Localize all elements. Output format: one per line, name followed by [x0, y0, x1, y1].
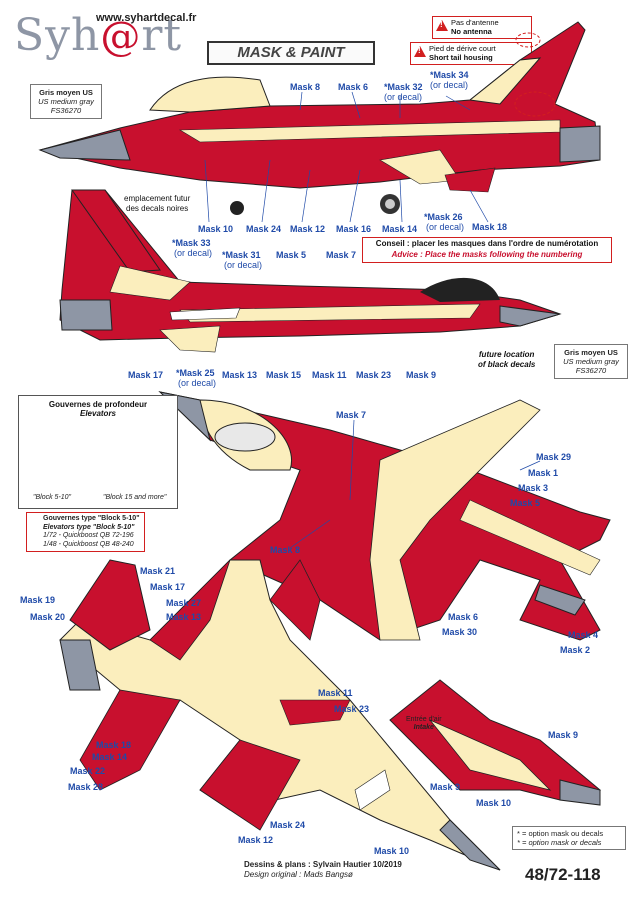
mask-label: Mask 28	[68, 782, 104, 792]
mask-label: Mask 23	[334, 704, 370, 714]
mask-label: Mask 7	[326, 250, 357, 260]
or-decal-note: (or decal)	[430, 80, 469, 90]
mask-label: Mask 7	[336, 410, 367, 420]
mask-label: Mask 10	[476, 798, 512, 808]
mask-label: Mask 8	[270, 545, 301, 555]
mask-label: Mask 17	[150, 582, 186, 592]
or-decal-note: (or decal)	[384, 92, 423, 102]
page-title: MASK & PAINT	[207, 41, 375, 65]
mask-label: Mask 23	[356, 370, 392, 380]
mask-label: Mask 19	[20, 595, 56, 605]
mask-label: Mask 21	[140, 566, 176, 576]
side-view-top	[38, 21, 601, 215]
intake-view	[389, 679, 602, 806]
mask-label: Mask 24	[246, 224, 282, 234]
or-decal-note: (or decal)	[174, 248, 213, 258]
product-reference: 48/72-118	[525, 865, 601, 884]
mask-label: *Mask 34	[430, 70, 469, 80]
site-url[interactable]: www.syhartdecal.fr	[96, 12, 197, 24]
mask-label: Mask 1	[528, 468, 559, 478]
mask-label: Mask 6	[448, 612, 479, 622]
mask-label: Mask 10	[198, 224, 234, 234]
mask-label: Mask 9	[406, 370, 437, 380]
elevator-type-note: Gouvernes type "Block 5-10" Elevators ty…	[26, 512, 145, 552]
elevators-box: Gouvernes de profondeur Elevators "Block…	[18, 395, 178, 509]
bottom-view	[59, 559, 501, 871]
mask-label: Mask 13	[222, 370, 258, 380]
mask-label: Mask 8	[290, 82, 321, 92]
or-decal-note: (or decal)	[426, 222, 465, 232]
mask-label: Mask 14	[382, 224, 418, 234]
mask-label: Mask 17	[128, 370, 164, 380]
credits: Dessins & plans : Sylvain Hautier 10/201…	[244, 860, 402, 879]
mask-label: *Mask 33	[172, 238, 211, 248]
warning-no-antenna: Pas d'antenne No antenna	[432, 16, 532, 39]
brand-logo: Syh@rt	[14, 10, 183, 61]
mask-label: Mask 15	[266, 370, 302, 380]
mask-label: Mask 9	[430, 782, 461, 792]
mask-label: Mask 30	[442, 627, 478, 637]
warning-short-tail: Pied de dérive court Short tail housing	[410, 42, 532, 65]
mask-label: Mask 11	[318, 688, 353, 698]
mask-label: Mask 16	[336, 224, 372, 234]
mask-label: Mask 18	[472, 222, 508, 232]
advice-box: Conseil : placer les masques dans l'ordr…	[362, 237, 612, 263]
mask-label: Mask 9	[548, 730, 579, 740]
warning-icon	[436, 20, 448, 31]
mask-label: Mask 27	[166, 598, 202, 608]
mask-label: Mask 4	[568, 630, 599, 640]
mask-label: Mask 14	[92, 752, 128, 762]
mask-label: Mask 13	[166, 612, 202, 622]
mask-label: *Mask 25	[176, 368, 215, 378]
mask-label: Mask 2	[560, 645, 591, 655]
mask-label: Mask 29	[536, 452, 572, 462]
or-decal-note: (or decal)	[224, 260, 263, 270]
warning-icon	[414, 46, 426, 57]
gray-color-note-top: Gris moyen US US medium gray FS36270	[30, 84, 102, 119]
mask-label: Mask 3	[518, 483, 549, 493]
mask-label: Mask 20	[30, 612, 66, 622]
mask-label: Mask 5	[510, 498, 541, 508]
mask-label: Mask 11	[312, 370, 347, 380]
mask-label: *Mask 26	[424, 212, 463, 222]
gray-color-note-bottom: Gris moyen US US medium gray FS36270	[554, 344, 628, 379]
mask-label: Mask 22	[70, 766, 106, 776]
mask-label: Mask 18	[96, 740, 132, 750]
mask-label: Mask 24	[270, 820, 306, 830]
mask-label: Mask 12	[290, 224, 326, 234]
mask-label: *Mask 31	[222, 250, 261, 260]
option-legend: * = option mask ou decals * = option mas…	[512, 826, 626, 850]
leader-lines	[204, 91, 541, 549]
or-decal-note: (or decal)	[178, 378, 217, 388]
mask-label: Mask 5	[276, 250, 307, 260]
side-view-bottom	[59, 189, 562, 353]
mask-label: Mask 6	[338, 82, 369, 92]
mask-label: *Mask 32	[384, 82, 423, 92]
mask-label: Mask 10	[374, 846, 410, 856]
mask-label: Mask 12	[238, 835, 274, 845]
